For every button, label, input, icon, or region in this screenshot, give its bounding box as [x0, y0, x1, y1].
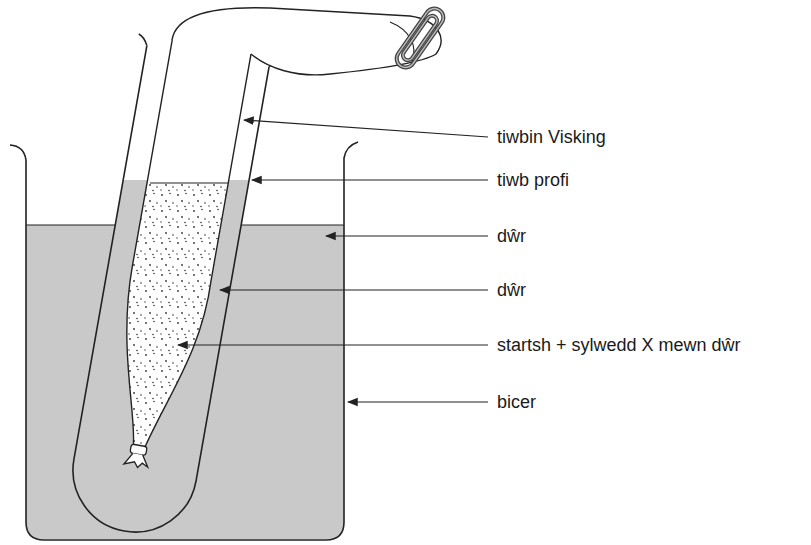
test-tube [63, 46, 269, 542]
leader-line [348, 401, 488, 402]
visking-tubing [102, 40, 251, 453]
part-label: bicer [497, 391, 536, 413]
part-label: tiwbin Visking [497, 126, 606, 148]
leader-line [178, 344, 488, 345]
part-label: dŵr [497, 279, 526, 301]
part-label: startsh + sylwedd X mewn dŵr [497, 334, 741, 356]
starch-solution [0, 183, 811, 545]
leader-line [244, 120, 488, 137]
leader-line [326, 235, 488, 236]
tube-water [0, 180, 811, 545]
part-label: dŵr [497, 225, 526, 247]
paperclip [393, 5, 447, 71]
part-label: tiwb profi [497, 169, 569, 191]
leader-line [220, 289, 488, 290]
leader-line [252, 179, 488, 180]
bag-surface [150, 183, 260, 184]
bag-end [124, 452, 150, 469]
